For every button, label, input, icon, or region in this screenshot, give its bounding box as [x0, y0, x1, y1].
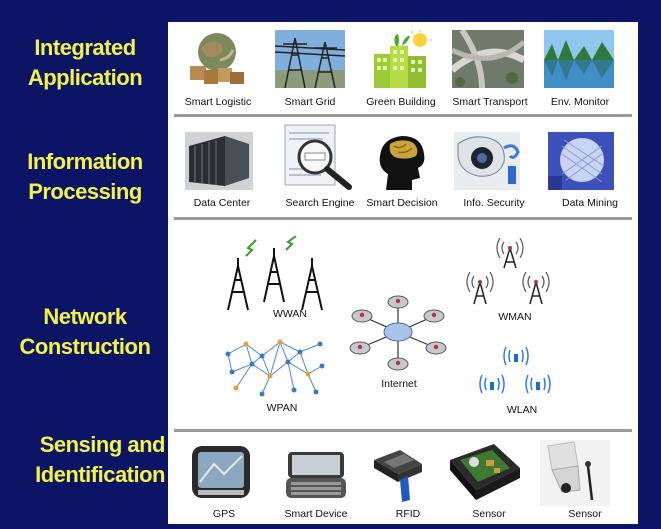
data-disc-icon [548, 132, 614, 190]
processing-item-caption: Data Center [193, 197, 251, 209]
wpan-mesh-icon [222, 334, 326, 398]
layer-label-line: Application [27, 65, 143, 90]
app-item-caption: Smart Logistic [184, 96, 252, 108]
network-caption-wlan: WLAN [506, 404, 538, 416]
network-caption-wwan: WWAN [272, 308, 308, 320]
layer-label-application: Integrated Application [0, 33, 170, 93]
wlan-wifi-icon [478, 346, 554, 400]
sensing-item-caption: Sensor [472, 508, 506, 520]
layer-label-line: Processing [28, 179, 142, 204]
layer-label-line: Construction [19, 334, 151, 359]
app-item-caption: Green Building [366, 96, 436, 108]
lake-monitor-icon [544, 30, 614, 88]
network-caption-wpan: WPAN [266, 402, 298, 414]
sensor-board-icon [446, 440, 522, 506]
app-item-caption: Env. Monitor [550, 96, 610, 108]
app-item-caption: Smart Transport [452, 96, 528, 108]
layer-divider [174, 429, 632, 432]
layer-divider [174, 114, 632, 117]
wwan-towers-icon [220, 236, 340, 316]
app-item-caption: Smart Grid [284, 96, 336, 108]
layer-label-line: Network [43, 304, 127, 329]
layer-label-sensing: Sensing and Identification [0, 430, 165, 490]
sensing-item-caption: Sensor [568, 508, 602, 520]
wman-antennas-icon [466, 234, 556, 310]
layer-label-line: Sensing and [39, 432, 166, 457]
green-building-icon [370, 30, 434, 88]
power-grid-icon [275, 30, 345, 88]
layer-label-line: Integrated [34, 35, 136, 60]
globe-boxes-icon [186, 30, 248, 88]
gps-device-icon [190, 444, 252, 502]
processing-item-caption: Data Mining [561, 197, 619, 209]
security-camera-icon [454, 132, 520, 190]
magnifier-search-icon [283, 123, 355, 193]
layer-divider [174, 217, 632, 220]
server-racks-icon [185, 132, 253, 190]
layer-label-line: Information [27, 149, 143, 174]
processing-item-caption: Smart Decision [366, 197, 438, 209]
layer-label-processing: Information Processing [0, 147, 170, 207]
brain-head-icon [376, 134, 430, 190]
handheld-device-icon [284, 450, 348, 502]
layer-label-line: Identification [35, 462, 165, 487]
processing-item-caption: Info. Security [463, 197, 525, 209]
sensing-item-caption: RFID [395, 508, 421, 520]
network-caption-internet: Internet [381, 378, 417, 390]
sensor-probe-icon [540, 440, 610, 506]
sensing-item-caption: GPS [212, 508, 236, 520]
highway-interchange-icon [452, 30, 524, 88]
internet-router-network-icon [342, 292, 454, 374]
processing-item-caption: Search Engine [285, 197, 355, 209]
network-caption-wman: WMAN [498, 311, 532, 323]
rfid-reader-icon [370, 446, 426, 504]
sensing-item-caption: Smart Device [284, 508, 348, 520]
layer-label-network: Network Construction [0, 302, 170, 362]
